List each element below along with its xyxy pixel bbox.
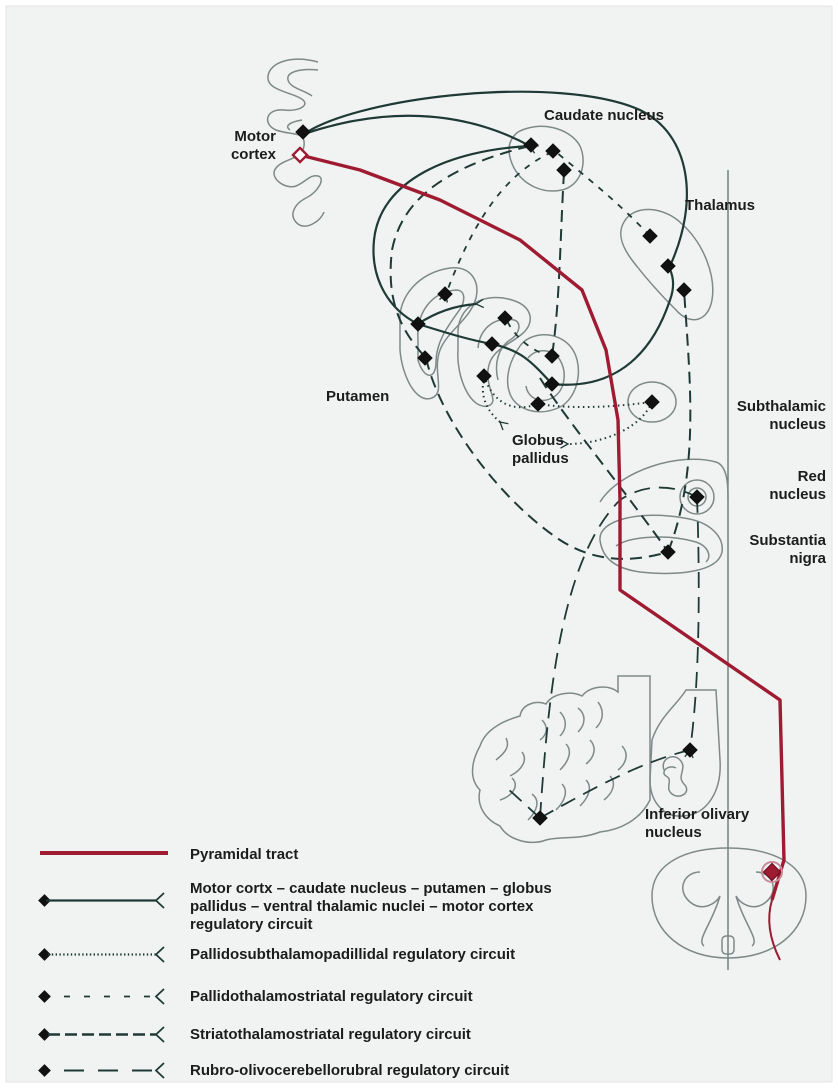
label-motor-cortex-line-1: Motor — [210, 128, 276, 146]
label-subthalamic-nucleus: Subthalamic nucleus — [700, 398, 826, 434]
legend-item-pallidothalamostriatal: Pallidothalamostriatal regulatory circui… — [34, 984, 824, 1012]
legend-label-rubro-olivo-cerebellar-line-1: Rubro-olivocerebellorubral regulatory ci… — [190, 1062, 509, 1080]
label-globus-pallidus-line-2: pallidus — [512, 450, 569, 468]
legend-item-pyramidal-tract: Pyramidal tract — [34, 842, 824, 870]
label-motor-cortex: Motor cortex — [210, 128, 276, 164]
legend-symbol-dotted — [34, 942, 174, 970]
legend-symbol-solid-dark — [34, 888, 174, 916]
legend-label-striatothalamostriatal: Striatothalamostriatal regulatory circui… — [190, 1026, 471, 1044]
label-substantia-nigra-line-1: Substantia — [720, 532, 826, 550]
label-subthalamic-line-2: nucleus — [700, 416, 826, 434]
label-putamen: Putamen — [326, 388, 389, 406]
legend-label-pallidothalamostriatal-line-1: Pallidothalamostriatal regulatory circui… — [190, 988, 473, 1006]
label-thalamus: Thalamus — [685, 197, 755, 215]
label-putamen-text: Putamen — [326, 388, 389, 406]
legend-item-rubro-olivo-cerebellar: Rubro-olivocerebellorubral regulatory ci… — [34, 1058, 824, 1086]
label-caudate-nucleus-text: Caudate nucleus — [544, 107, 664, 125]
label-caudate-nucleus: Caudate nucleus — [544, 107, 664, 125]
legend-label-pyramidal-tract-line-1: Pyramidal tract — [190, 846, 298, 864]
legend-label-pyramidal-tract: Pyramidal tract — [190, 846, 298, 864]
label-thalamus-text: Thalamus — [685, 197, 755, 215]
legend-symbol-short-dash — [34, 984, 174, 1012]
legend-label-motor-circuit-line-1: Motor cortx – caudate nucleus – putamen … — [190, 880, 552, 898]
legend-label-motor-circuit-line-2: pallidus – ventral thalamic nuclei – mot… — [190, 898, 552, 916]
label-red-nucleus-line-2: nucleus — [740, 486, 826, 504]
legend-item-pallidosubthalamic: Pallidosubthalamopadillidal regulatory c… — [34, 942, 824, 970]
label-inferior-olivary-line-1: Inferior olivary — [645, 806, 749, 824]
legend-label-pallidothalamostriatal: Pallidothalamostriatal regulatory circui… — [190, 988, 473, 1006]
label-red-nucleus: Red nucleus — [740, 468, 826, 504]
label-globus-pallidus: Globus pallidus — [512, 432, 569, 468]
label-motor-cortex-line-2: cortex — [210, 146, 276, 164]
label-substantia-nigra-line-2: nigra — [720, 550, 826, 568]
label-substantia-nigra: Substantia nigra — [720, 532, 826, 568]
legend-item-striatothalamostriatal: Striatothalamostriatal regulatory circui… — [34, 1022, 824, 1050]
legend-symbol-solid-red — [34, 842, 174, 870]
legend-label-striatothalamostriatal-line-1: Striatothalamostriatal regulatory circui… — [190, 1026, 471, 1044]
legend-symbol-long-dash — [34, 1058, 174, 1086]
legend-label-motor-circuit: Motor cortx – caudate nucleus – putamen … — [190, 880, 552, 934]
legend-label-pallidosubthalamic-line-1: Pallidosubthalamopadillidal regulatory c… — [190, 946, 515, 964]
label-inferior-olivary-line-2: nucleus — [645, 824, 749, 842]
label-red-nucleus-line-1: Red — [740, 468, 826, 486]
legend-label-rubro-olivo-cerebellar: Rubro-olivocerebellorubral regulatory ci… — [190, 1062, 509, 1080]
label-subthalamic-line-1: Subthalamic — [700, 398, 826, 416]
legend-label-motor-circuit-line-3: regulatory circuit — [190, 916, 552, 934]
legend-item-motor-circuit: Motor cortx – caudate nucleus – putamen … — [34, 876, 824, 934]
legend-symbol-medium-dash — [34, 1022, 174, 1050]
legend-label-pallidosubthalamic: Pallidosubthalamopadillidal regulatory c… — [190, 946, 515, 964]
label-globus-pallidus-line-1: Globus — [512, 432, 569, 450]
label-inferior-olivary-nucleus: Inferior olivary nucleus — [645, 806, 749, 842]
